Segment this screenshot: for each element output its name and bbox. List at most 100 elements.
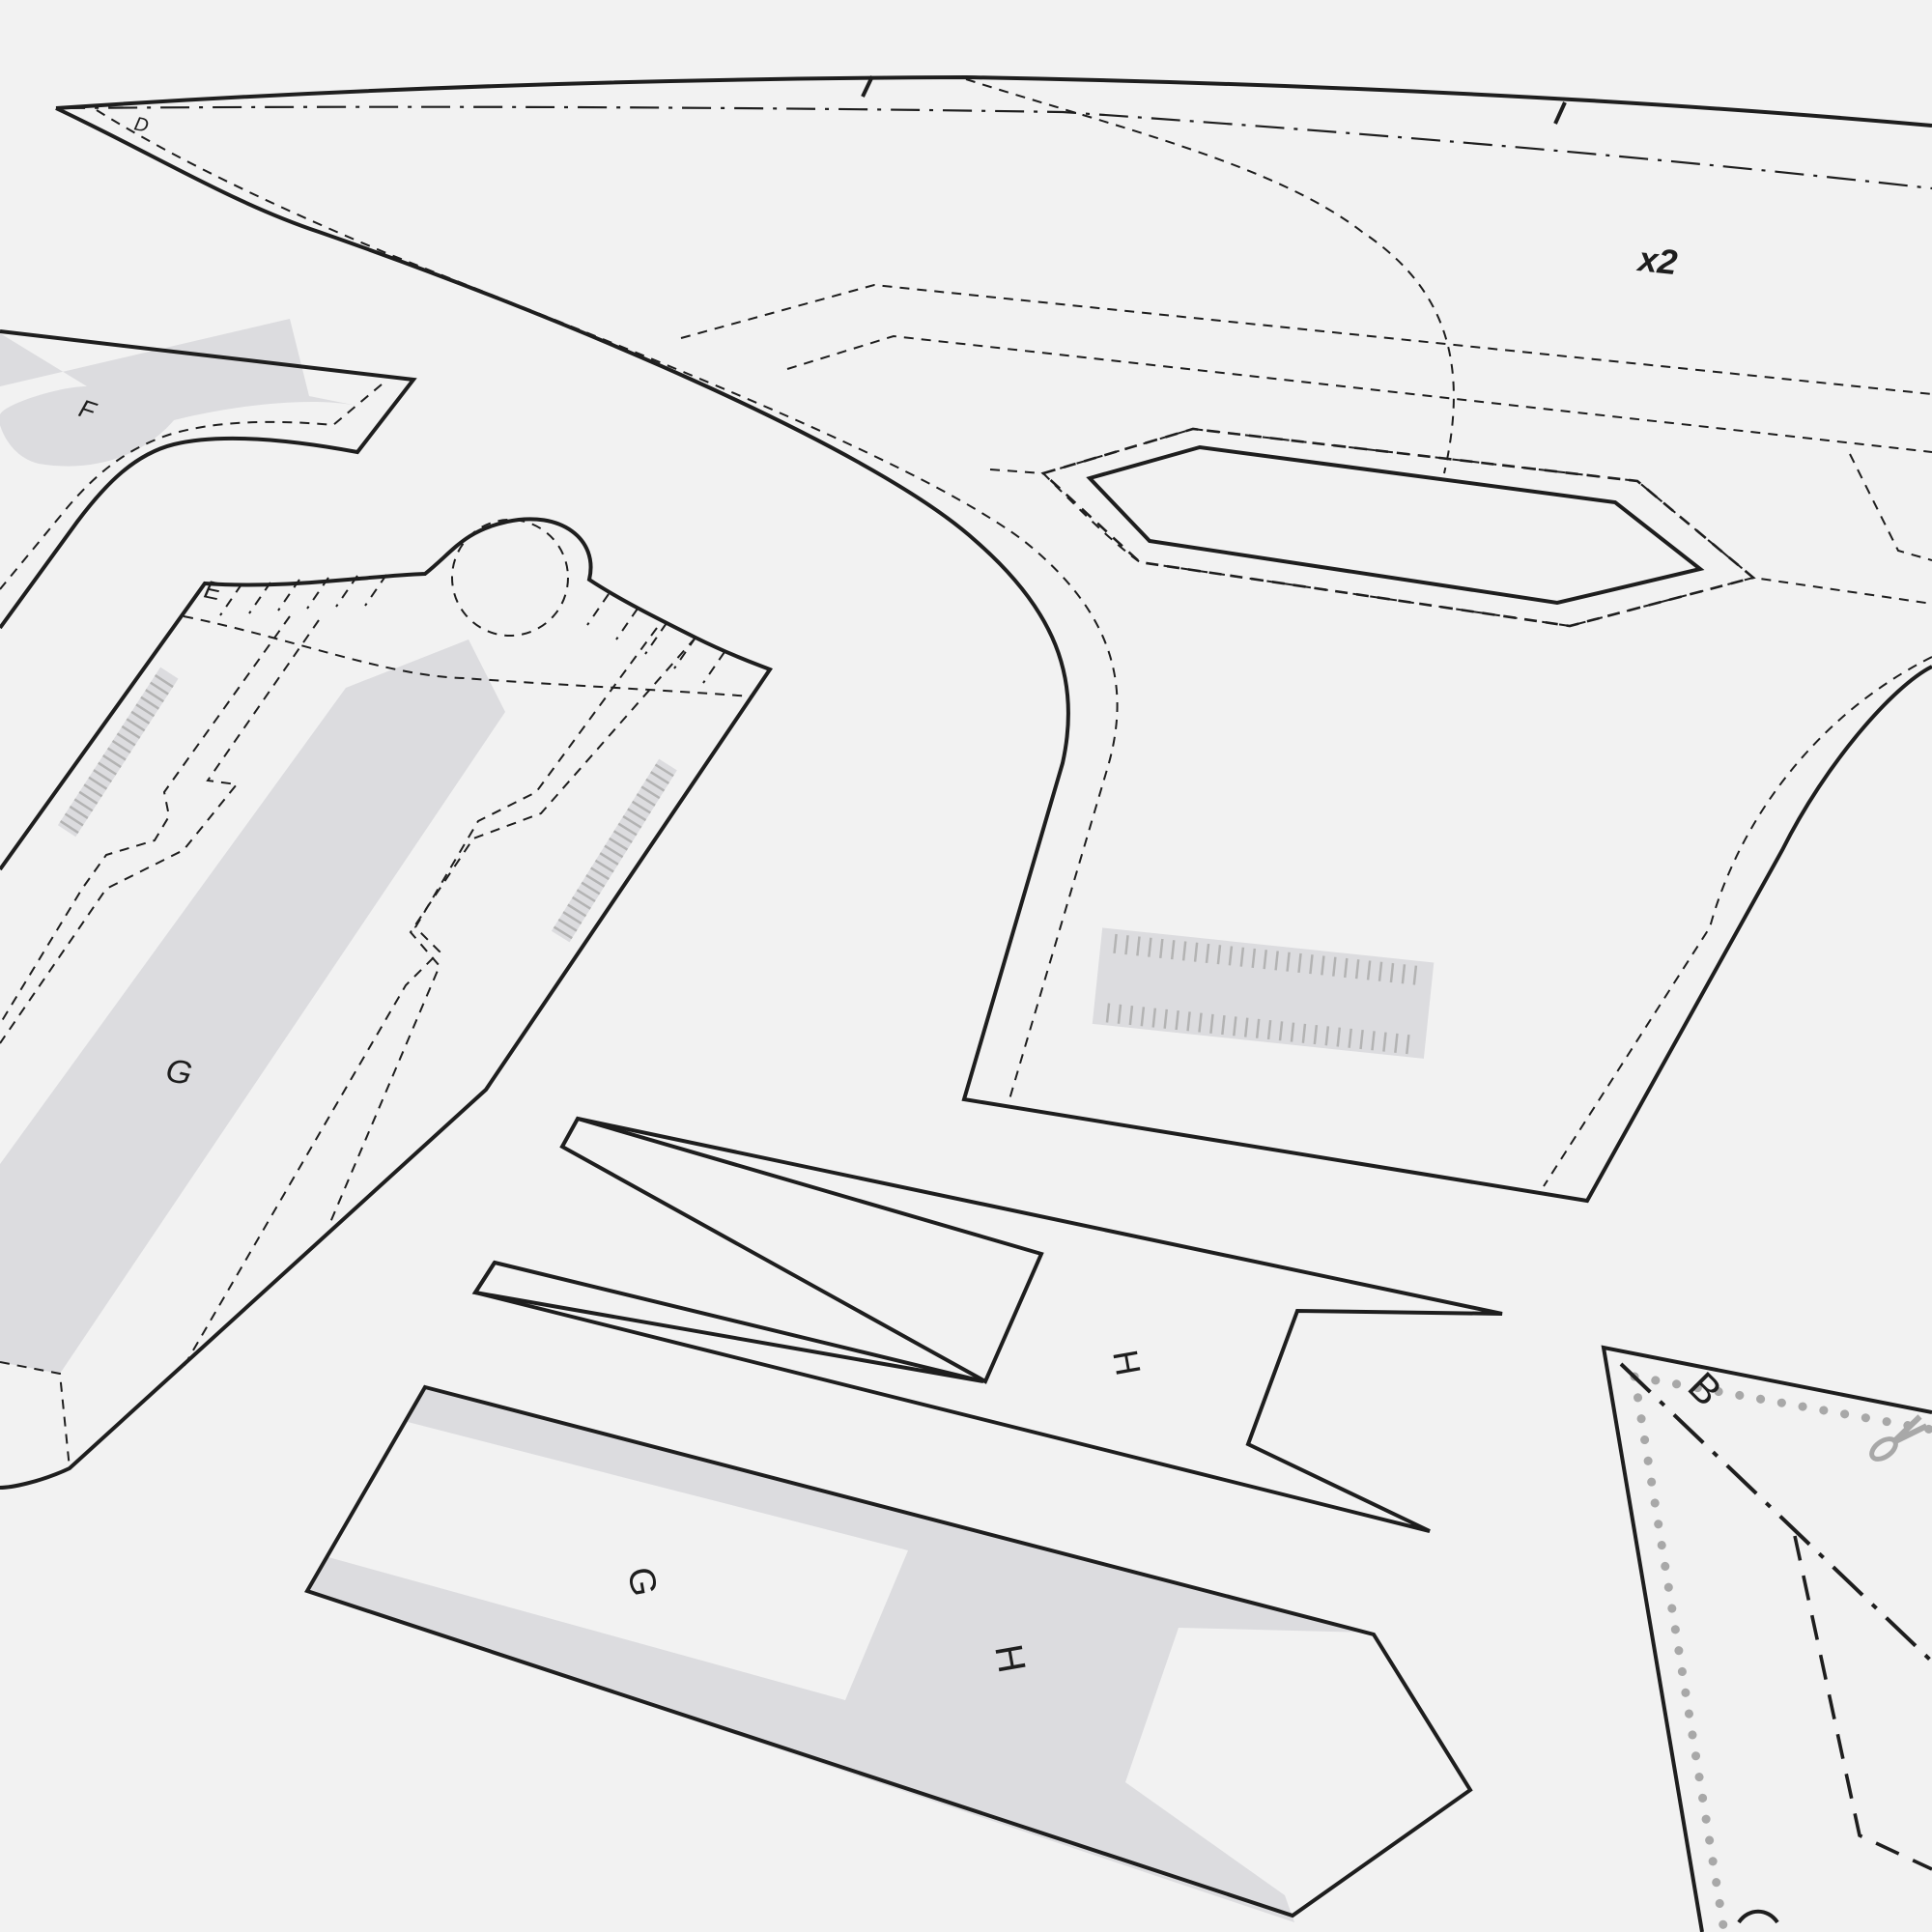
piece-f-shading bbox=[0, 319, 357, 467]
hatch-tick bbox=[1243, 1017, 1249, 1037]
pattern-piece-b: B bbox=[1601, 1345, 1932, 1932]
piece-e-button-mark bbox=[451, 519, 569, 637]
hatch-tick bbox=[78, 790, 99, 805]
edge-tick bbox=[644, 622, 668, 655]
hatch-tick bbox=[1128, 1005, 1134, 1026]
hatch-tick bbox=[1193, 942, 1199, 962]
hatch-tick bbox=[585, 874, 606, 888]
hatch-tick bbox=[1124, 935, 1129, 955]
hatch-tick bbox=[154, 674, 174, 689]
hatch-tick bbox=[1313, 1025, 1319, 1045]
piece-b-dart bbox=[1793, 1535, 1932, 1871]
piece-h-bar-label: H bbox=[1105, 1347, 1149, 1378]
edge-tick bbox=[615, 608, 639, 640]
hatch-tick bbox=[116, 732, 136, 747]
hatch-tick bbox=[594, 859, 614, 873]
hatch-tick bbox=[1290, 1022, 1295, 1042]
hatch-tick bbox=[1278, 1021, 1284, 1041]
edge-tick bbox=[335, 575, 358, 608]
hatch-tick bbox=[1321, 955, 1325, 976]
hatch-tick bbox=[1394, 1033, 1399, 1053]
hatch-tick bbox=[1205, 943, 1210, 964]
hatch-tick bbox=[1354, 959, 1360, 980]
hatch-tick bbox=[121, 724, 141, 739]
hatch-tick bbox=[650, 771, 670, 784]
hatch-tick bbox=[1382, 1032, 1387, 1052]
hatch-tick bbox=[1371, 1031, 1376, 1051]
piece-d-dart-lower bbox=[786, 334, 1932, 453]
hatch-tick bbox=[1181, 941, 1187, 961]
piece-d-curved-seam bbox=[965, 78, 1455, 474]
hatch-tick bbox=[1163, 1009, 1168, 1029]
hatch-tick bbox=[88, 776, 108, 790]
hatch-tick bbox=[140, 696, 160, 710]
piece-f-cut-line bbox=[0, 329, 417, 630]
hatch-tick bbox=[599, 852, 619, 866]
piece-d-notch-2 bbox=[1553, 101, 1567, 125]
h-strip-lower bbox=[471, 1260, 984, 1383]
hatch-tick bbox=[604, 844, 624, 859]
piece-e-cut-line bbox=[0, 517, 774, 1490]
hatch-tick bbox=[1301, 1023, 1307, 1043]
hatch-tick bbox=[1233, 1016, 1237, 1037]
hatch-tick bbox=[1286, 952, 1291, 972]
hatch-tick bbox=[562, 911, 582, 924]
hatch-tick bbox=[1255, 1018, 1261, 1038]
h-strip-outer-cut bbox=[471, 1117, 1503, 1533]
hatch-tick bbox=[617, 822, 638, 837]
hatch-strip-left bbox=[57, 667, 179, 838]
edge-tick bbox=[277, 579, 300, 611]
piece-e-zigzag-right bbox=[327, 637, 696, 1228]
edge-tick bbox=[673, 637, 696, 669]
hatch-tick bbox=[1113, 933, 1118, 953]
hatch-tick bbox=[627, 808, 647, 822]
hatch-tick bbox=[1117, 1004, 1122, 1024]
piece-e-bottom-seam bbox=[0, 1361, 71, 1469]
hatch-tick bbox=[1324, 1026, 1330, 1046]
hatch-tick bbox=[1209, 1013, 1214, 1034]
hatch-tick bbox=[567, 903, 587, 918]
hatch-tick bbox=[1175, 1009, 1179, 1031]
placement-marker-d bbox=[1092, 927, 1435, 1059]
piece-b-cut-line bbox=[1601, 1345, 1932, 1932]
piece-f-seam bbox=[0, 384, 383, 590]
hatch-tick bbox=[1406, 1035, 1410, 1055]
hatch-tick bbox=[73, 798, 94, 812]
placement-box-hatching bbox=[1105, 933, 1418, 1055]
piece-c-partial-label bbox=[1737, 1909, 1779, 1924]
edge-tick bbox=[248, 582, 271, 614]
hatch-tick bbox=[83, 783, 103, 798]
hatch-strip-left-ticks bbox=[59, 674, 174, 835]
piece-e-zigzag-right-2 bbox=[183, 627, 658, 1368]
hatch-tick bbox=[102, 754, 122, 769]
hatch-tick bbox=[1159, 938, 1164, 958]
hatch-tick bbox=[98, 761, 117, 776]
hatch-tick bbox=[1366, 960, 1372, 980]
hatch-tick bbox=[59, 819, 79, 835]
hatch-tick bbox=[1332, 956, 1337, 977]
pattern-piece-g-h: G H bbox=[304, 1384, 1473, 1922]
piece-gh-cut-line bbox=[304, 1384, 1473, 1918]
piece-e-zigzag-left bbox=[0, 615, 291, 1025]
hatch-tick bbox=[1263, 950, 1267, 970]
hatch-tick bbox=[130, 710, 151, 724]
hatch-tick bbox=[93, 769, 113, 783]
hatch-tick bbox=[1105, 1003, 1111, 1023]
hatch-tick bbox=[553, 925, 573, 940]
pattern-piece-h-strips: H bbox=[471, 1116, 1503, 1533]
hatch-tick bbox=[1389, 962, 1395, 983]
piece-e-label: E bbox=[202, 575, 225, 607]
hatch-tick bbox=[590, 867, 611, 881]
hatch-tick bbox=[1251, 948, 1257, 969]
placement-box bbox=[1092, 927, 1435, 1059]
hatch-tick bbox=[1216, 945, 1222, 965]
edge-tick bbox=[219, 583, 242, 616]
hatch-tick bbox=[557, 918, 578, 932]
hatch-tick bbox=[1297, 952, 1302, 974]
hatch-tick bbox=[1198, 1012, 1203, 1033]
hatch-tick bbox=[1186, 1011, 1191, 1032]
hatch-tick bbox=[1401, 964, 1406, 984]
piece-e-ticks bbox=[219, 574, 725, 684]
hatch-tick bbox=[1266, 1019, 1272, 1040]
